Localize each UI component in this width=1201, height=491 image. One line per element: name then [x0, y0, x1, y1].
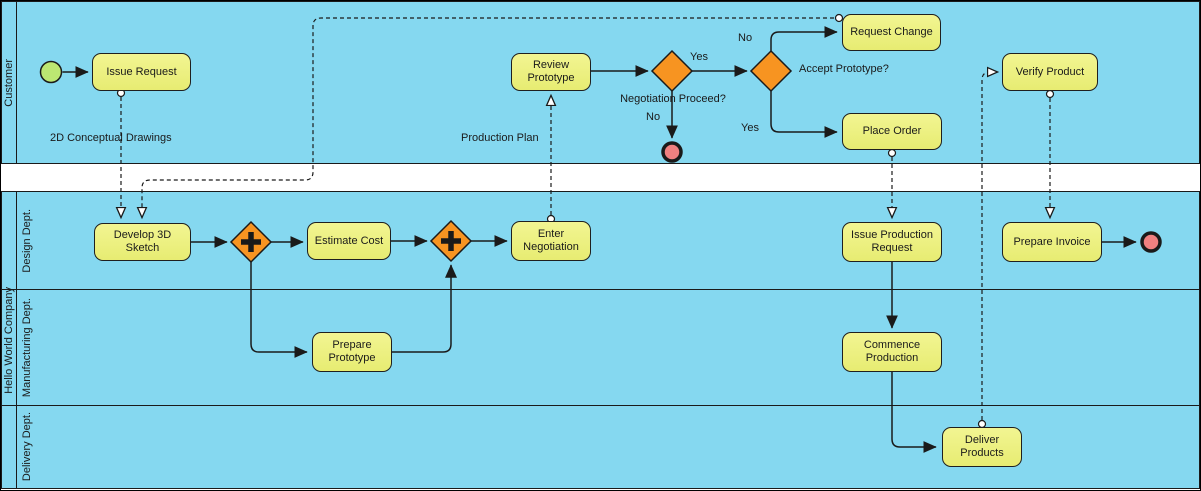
pool-customer-header: Customer	[2, 2, 17, 163]
lane-manufacturing-dept: Manufacturing Dept.	[2, 289, 1199, 405]
label-yes-accept: Yes	[741, 122, 759, 134]
label-no-negotiation: No	[646, 111, 661, 123]
label-production-plan: Production Plan	[461, 132, 539, 144]
task-deliver-products-label: Deliver Products	[960, 434, 1004, 459]
task-commence-production[interactable]: Commence Production	[842, 332, 942, 372]
task-request-change[interactable]: Request Change	[842, 14, 941, 51]
task-develop-3d-sketch-label: Develop 3D Sketch	[113, 229, 172, 254]
lane-delivery-header: Delivery Dept.	[17, 406, 36, 487]
lane-delivery-dept: Delivery Dept.	[2, 405, 1199, 487]
lane-manufacturing-label: Manufacturing Dept.	[20, 297, 33, 398]
task-enter-negotiation[interactable]: Enter Negotiation	[511, 221, 591, 261]
task-review-prototype[interactable]: Review Prototype	[511, 53, 591, 91]
label-negotiation-proceed: Negotiation Proceed?	[620, 93, 726, 105]
task-request-change-label: Request Change	[850, 26, 933, 38]
task-prepare-invoice[interactable]: Prepare Invoice	[1002, 222, 1102, 262]
task-issue-production-request-label: Issue Production Request	[851, 229, 933, 254]
label-yes-negotiation: Yes	[690, 51, 708, 63]
task-issue-request[interactable]: Issue Request	[92, 53, 191, 91]
task-prepare-prototype[interactable]: Prepare Prototype	[312, 332, 392, 372]
task-review-prototype-label: Review Prototype	[527, 59, 575, 84]
pool-customer-label: Customer	[3, 58, 15, 107]
task-prepare-prototype-label: Prepare Prototype	[328, 339, 376, 364]
lane-delivery-label: Delivery Dept.	[20, 411, 33, 482]
label-no-accept: No	[738, 32, 753, 44]
task-develop-3d-sketch[interactable]: Develop 3D Sketch	[94, 223, 191, 261]
lane-design-header: Design Dept.	[17, 192, 36, 289]
lane-design-label: Design Dept.	[20, 208, 33, 273]
task-issue-production-request[interactable]: Issue Production Request	[842, 222, 942, 262]
lane-manufacturing-header: Manufacturing Dept.	[17, 290, 36, 405]
label-2d-conceptual-drawings: 2D Conceptual Drawings	[50, 132, 172, 144]
task-place-order-label: Place Order	[862, 125, 922, 137]
task-estimate-cost-label: Estimate Cost	[314, 234, 384, 247]
task-prepare-invoice-label: Prepare Invoice	[1013, 235, 1091, 248]
label-accept-prototype: Accept Prototype?	[799, 63, 889, 75]
task-issue-request-label: Issue Request	[106, 65, 177, 78]
task-commence-production-label: Commence Production	[863, 339, 921, 364]
pool-company-header: Hello World Company	[2, 192, 17, 488]
task-verify-product[interactable]: Verify Product	[1002, 53, 1098, 91]
task-enter-negotiation-label: Enter Negotiation	[523, 228, 579, 253]
task-deliver-products[interactable]: Deliver Products	[942, 427, 1022, 467]
task-verify-product-label: Verify Product	[1015, 65, 1085, 78]
task-estimate-cost[interactable]: Estimate Cost	[307, 222, 391, 260]
task-place-order[interactable]: Place Order	[842, 113, 942, 150]
